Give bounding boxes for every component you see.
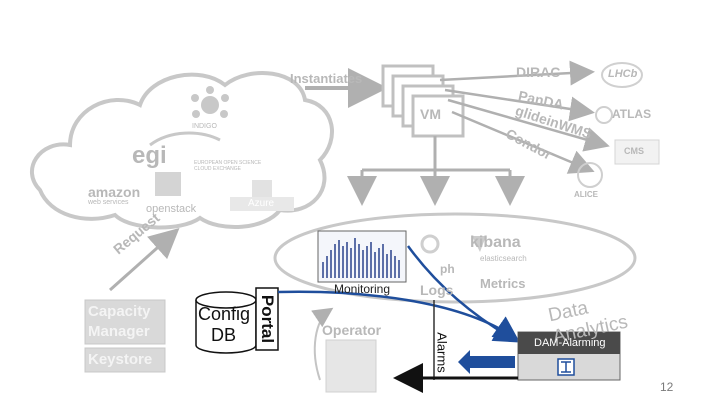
kibana-label: kibana [470,234,521,251]
openstack-logo [155,172,181,196]
config-db-line2: DB [211,325,237,345]
alice-logo [577,162,603,188]
operator-label: Operator [322,322,382,338]
logs-label: Logs [420,282,454,298]
lhcb-logo [601,62,643,88]
capacity-manager-label: Capacity Manager [88,303,151,340]
dam-alarming-header [518,332,620,354]
amazon-label: amazon [88,184,141,200]
azure-logo-bg [230,197,294,211]
keystore-box [84,347,166,373]
cms-logo [614,139,660,165]
vm-cms-arrow [447,98,610,152]
vm-atlas-arrow [444,88,595,122]
egi-swoosh [149,131,221,147]
metrics-label: Metrics [480,276,526,291]
monitoring-label: Monitoring [334,282,391,296]
portal-label: Portal [258,294,277,344]
atlas-label: ATLAS [612,107,652,121]
dam-logo-glyph [561,361,571,373]
azure-logo-window [252,180,272,200]
config-db-cylinder [195,291,257,354]
vm-label: VM [420,106,441,122]
vm-alice-arrow [451,110,595,174]
amazon-sub-label: web services [88,199,129,206]
egi-label: egi [132,142,167,169]
dam-to-alarms-block-arrow [458,350,515,374]
portal-box [255,287,279,351]
logs-icon [420,234,440,254]
azure-label: Azure [248,198,275,209]
monitoring-to-dam-arrow [406,245,520,343]
instantiates-label: Instantiates [290,71,363,86]
indigo-label: INDIGO [192,123,217,130]
graph-fragment-label: ph [440,262,455,276]
workflow-dirac: DIRAC [516,64,561,80]
atlas-logo [595,106,613,124]
operator-arrow [311,307,334,381]
vm-dirac-arrow [439,60,595,86]
capacity-manager-box [84,299,166,345]
indigo-logo [191,86,229,118]
alarms-label: Alarms [434,332,450,373]
alice-label: ALICE [574,190,598,199]
apex-label: EUROPEAN OPEN SCIENCE CLOUD EXCHANGE [194,160,262,172]
config-db-line1: Config [198,304,251,324]
monitoring-chart-bars [322,238,400,278]
lhcb-label: LHCb [608,68,638,80]
request-arrow [109,228,180,292]
page-number: 12 [660,380,674,394]
cms-label: CMS [624,146,644,156]
kibana-icon [472,236,486,252]
openstack-label: openstack [146,203,197,215]
keystore-label: Keystore [88,351,153,368]
elasticsearch-label: elasticsearch [480,254,527,263]
dam-alarming-label: DAM-Alarming [534,337,606,349]
operator-image [325,339,377,393]
